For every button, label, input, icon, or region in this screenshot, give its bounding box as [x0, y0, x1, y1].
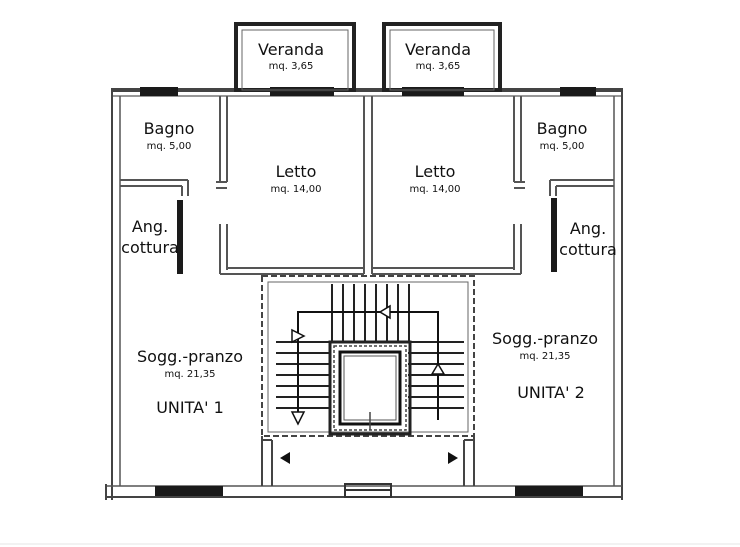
veranda-left-name: Veranda — [258, 40, 324, 59]
letto-left-name: Letto — [276, 162, 317, 181]
soggiorno-right-area: mq. 21,35 — [519, 351, 570, 362]
door-arrow-right-icon — [448, 452, 458, 464]
bagno-left-area: mq. 5,00 — [147, 141, 192, 152]
letto-left-area: mq. 14,00 — [270, 184, 321, 195]
arrow-left-icon — [378, 304, 391, 320]
arrow-down-icon — [290, 411, 306, 426]
unit-left-label: UNITA' 1 — [156, 398, 224, 417]
letto-right-name: Letto — [415, 162, 456, 181]
veranda-right-name: Veranda — [405, 40, 471, 59]
room-labels: Bagno mq. 5,00 Letto mq. 14,00 Letto mq.… — [121, 119, 617, 417]
veranda-right: Veranda mq. 3,65 — [382, 22, 502, 92]
bagno-right-name: Bagno — [537, 119, 588, 138]
interior-walls — [120, 96, 614, 275]
veranda-left-area: mq. 3,65 — [269, 61, 314, 72]
elevator-shaft — [328, 340, 412, 436]
stair-direction-line — [297, 311, 439, 420]
unit-right-label: UNITA' 2 — [517, 383, 585, 402]
cottura-right-line2: cottura — [559, 240, 617, 259]
stairwell — [261, 275, 475, 486]
stair-arrows — [280, 304, 458, 464]
soggiorno-right-name: Sogg.-pranzo — [492, 329, 598, 348]
soggiorno-left-name: Sogg.-pranzo — [137, 347, 243, 366]
door-arrow-left-icon — [280, 452, 290, 464]
veranda-left: Veranda mq. 3,65 — [234, 22, 356, 92]
cottura-left-line2: cottura — [121, 238, 179, 257]
veranda-right-area: mq. 3,65 — [416, 61, 461, 72]
letto-right-area: mq. 14,00 — [409, 184, 460, 195]
arrow-up-icon — [430, 362, 446, 375]
bagno-left-name: Bagno — [144, 119, 195, 138]
cottura-right-line1: Ang. — [570, 219, 606, 238]
arrow-right-icon — [291, 328, 306, 344]
cottura-left-line1: Ang. — [132, 217, 168, 236]
bagno-right-area: mq. 5,00 — [540, 141, 585, 152]
soggiorno-left-area: mq. 21,35 — [164, 369, 215, 380]
